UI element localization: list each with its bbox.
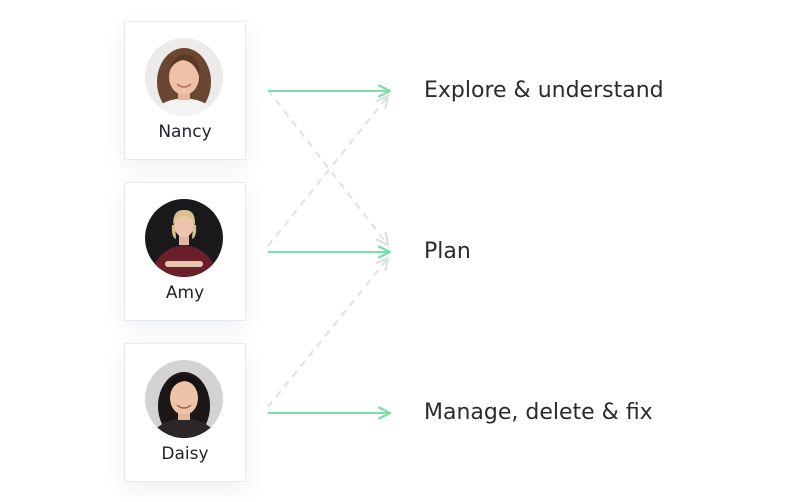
- person-card-daisy: Daisy: [124, 343, 246, 482]
- dashed-arrow-nancy-plan: [267, 89, 388, 245]
- person-name: Daisy: [161, 444, 209, 464]
- dashed-arrow-daisy-plan: [267, 258, 388, 408]
- dashed-arrow-amy-explore: [267, 96, 388, 247]
- action-label-explore: Explore & understand: [424, 78, 664, 103]
- person-card-nancy: Nancy: [124, 21, 246, 160]
- action-label-plan: Plan: [424, 239, 471, 264]
- action-label-manage: Manage, delete & fix: [424, 400, 653, 425]
- avatar-photo-icon: [145, 360, 223, 438]
- person-name: Amy: [165, 283, 205, 303]
- person-name: Nancy: [158, 122, 212, 142]
- person-card-amy: Amy: [124, 182, 246, 321]
- avatar-photo-icon: [145, 199, 223, 277]
- avatar-photo-icon: [145, 38, 223, 116]
